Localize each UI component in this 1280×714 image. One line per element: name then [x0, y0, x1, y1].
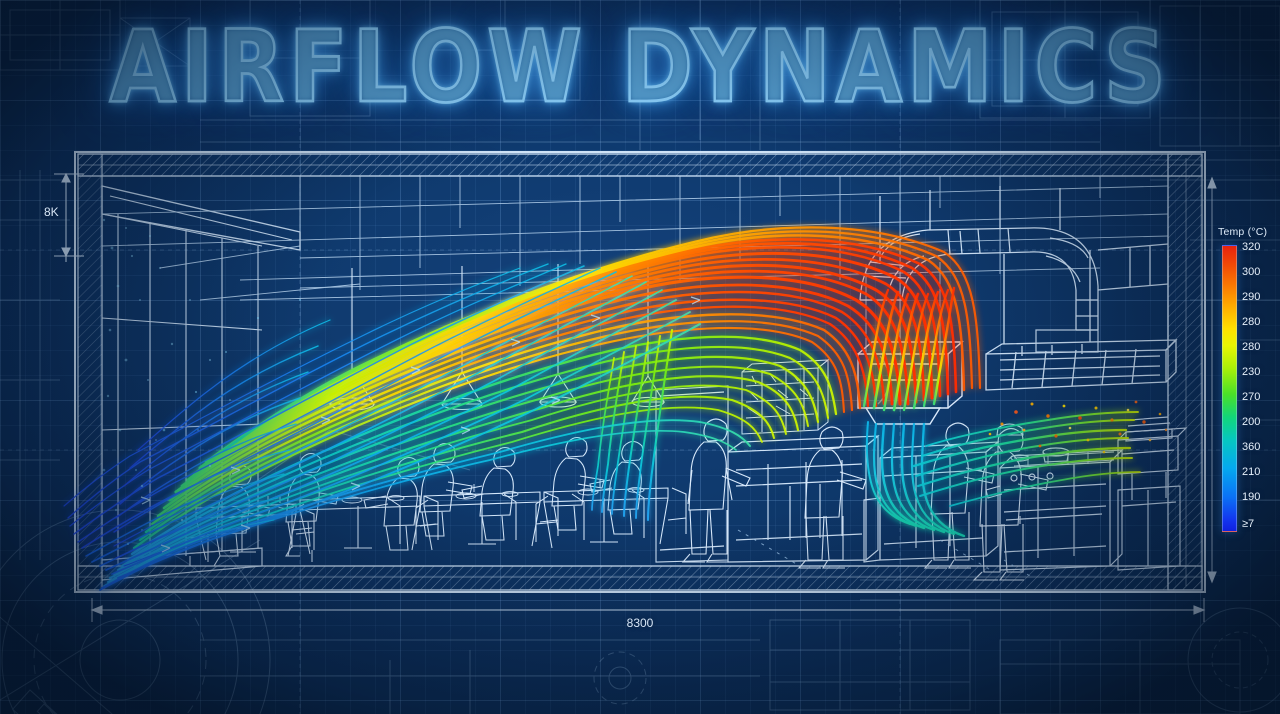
temperature-legend: Temp (°C) 320 300 290 280 280 230 270 20… [1218, 226, 1280, 546]
legend-tick: 210 [1242, 466, 1261, 478]
legend-tick: 290 [1242, 291, 1261, 303]
legend-title: Temp (°C) [1218, 226, 1268, 238]
legend-tick: 280 [1242, 341, 1261, 353]
legend-tick: ≥7 [1242, 518, 1255, 530]
legend-tick: 280 [1242, 316, 1261, 328]
legend-tick: 360 [1242, 441, 1261, 453]
legend-tick: 270 [1242, 391, 1261, 403]
legend-gradient-bar [1222, 245, 1237, 532]
dimension-width-label: 8300 [626, 616, 654, 630]
dimension-height-label: 8K [44, 205, 59, 219]
legend-tick: 300 [1242, 266, 1261, 278]
legend-tick: 190 [1242, 491, 1261, 503]
legend-body: 320 300 290 280 280 230 270 200 360 210 … [1218, 241, 1280, 532]
legend-tick: 320 [1242, 241, 1261, 253]
legend-tick: 200 [1242, 416, 1261, 428]
legend-tick: 230 [1242, 366, 1261, 378]
